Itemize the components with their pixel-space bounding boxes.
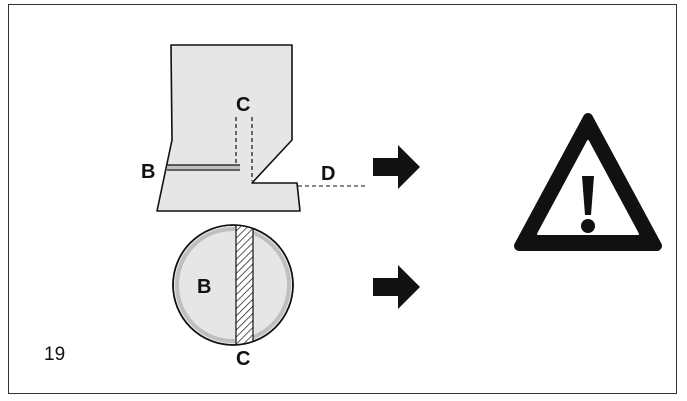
detail-circle xyxy=(172,224,294,346)
figure-number: 19 xyxy=(44,344,66,365)
label-c-circle: C xyxy=(236,348,250,370)
label-b-circle: B xyxy=(197,276,211,298)
fabric-piece-top xyxy=(156,44,301,212)
label-c: C xyxy=(236,94,250,116)
right-arrow-icon xyxy=(373,265,420,309)
right-arrow-icon xyxy=(373,145,420,189)
label-d: D xyxy=(321,163,335,185)
warning-triangle-icon xyxy=(514,113,662,251)
fold-lines-c xyxy=(235,117,253,181)
label-b: B xyxy=(141,161,155,183)
seam-line-b xyxy=(167,164,240,171)
